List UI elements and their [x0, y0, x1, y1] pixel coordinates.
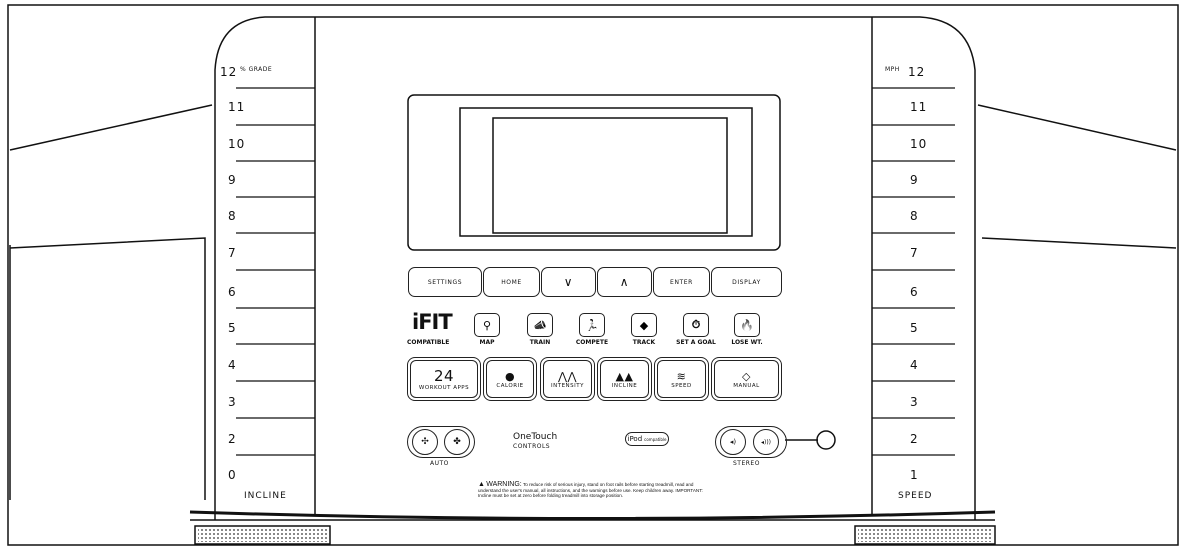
ipod-sub: compatible	[644, 436, 667, 442]
incline-level-8[interactable]: 8	[228, 209, 237, 223]
incline-level-9[interactable]: 9	[228, 173, 237, 187]
fan-auto-label: AUTO	[430, 460, 449, 467]
speed-level-4[interactable]: 4	[910, 358, 919, 372]
workout-count: 24	[433, 367, 455, 385]
incline-level-5[interactable]: 5	[228, 321, 237, 335]
speed-level-1[interactable]: 1	[910, 468, 919, 482]
ifit-label: TRACK	[632, 339, 656, 346]
incline-level-10[interactable]: 10	[228, 137, 246, 151]
fan-high-icon: ✤	[453, 437, 461, 447]
warning-icon: ▲	[478, 481, 485, 488]
display-button[interactable]: DISPLAY	[711, 267, 782, 297]
map-button[interactable]: ⚲	[474, 313, 500, 337]
speed-level-12[interactable]: 12	[908, 65, 926, 79]
ifit-label: MAP	[479, 339, 495, 346]
winged-foot-icon: ≋	[676, 369, 687, 383]
warning-title: WARNING:	[486, 481, 522, 488]
incline-mountain-icon: ▲▲	[615, 369, 634, 383]
train-button[interactable]: 📣	[527, 313, 553, 337]
incline-unit: % GRADE	[240, 66, 273, 73]
down-button[interactable]: ∨	[541, 267, 596, 297]
incline-level-2[interactable]: 2	[228, 432, 237, 446]
volume-up-icon: ◂)))	[760, 438, 772, 446]
track-arrows-icon: ◆	[639, 318, 649, 332]
workout-label: INTENSITY	[550, 382, 585, 389]
warning-text: To reduce risk of serious injury, stand …	[478, 482, 703, 498]
volume-down-button[interactable]: ◂)	[720, 429, 746, 455]
speed-level-9[interactable]: 9	[910, 173, 919, 187]
workout-label: WORKOUT APPS	[418, 385, 470, 391]
ifit-label: SET A GOAL	[676, 339, 716, 346]
speed-level-11[interactable]: 11	[910, 100, 928, 114]
speed-unit: MPH	[885, 66, 900, 73]
incline-label: INCLINE	[244, 491, 287, 501]
home-button[interactable]: HOME	[483, 267, 540, 297]
onetouch-controls: CONTROLS	[513, 443, 551, 450]
fan-control-group	[407, 426, 475, 458]
workout-label: INCLINE	[611, 382, 638, 389]
incline-level-12[interactable]: 12	[220, 65, 238, 79]
incline-button[interactable]: ▲▲INCLINE	[597, 357, 652, 401]
incline-level-11[interactable]: 11	[228, 100, 246, 114]
incline-level-6[interactable]: 6	[228, 285, 237, 299]
ifit-logo: iFIT	[412, 310, 453, 334]
ifit-label: TRAIN	[529, 339, 551, 346]
stopwatch-icon: ⏱	[691, 318, 701, 331]
incline-level-0[interactable]: 0	[228, 468, 237, 482]
set-a-goal-button[interactable]: ⏱	[683, 313, 709, 337]
incline-level-3[interactable]: 3	[228, 395, 237, 409]
speed-level-2[interactable]: 2	[910, 432, 919, 446]
flame-icon: 🔥	[740, 318, 754, 332]
settings-button[interactable]: SETTINGS	[408, 267, 482, 297]
ifit-compatible-label: COMPATIBLE	[407, 339, 450, 346]
intensity-button[interactable]: ⋀⋀INTENSITY	[540, 357, 595, 401]
fan-low-icon: ✣	[421, 437, 429, 447]
calorie-button[interactable]: ●CALORIE	[483, 357, 537, 401]
trainer-megaphone-icon: 📣	[533, 318, 547, 332]
onetouch-logo: OneTouch	[513, 432, 558, 442]
incline-level-7[interactable]: 7	[228, 246, 237, 260]
fan-low-button[interactable]: ✣	[412, 429, 438, 455]
speed-level-8[interactable]: 8	[910, 209, 919, 223]
ifit-label: LOSE WT.	[731, 339, 763, 346]
speed-level-10[interactable]: 10	[910, 137, 928, 151]
volume-up-button[interactable]: ◂)))	[753, 429, 779, 455]
stereo-label: STEREO	[733, 460, 760, 467]
lcd-display	[493, 118, 727, 233]
compete-button[interactable]: 🏃	[579, 313, 605, 337]
speed-level-5[interactable]: 5	[910, 321, 919, 335]
enter-button[interactable]: ENTER	[653, 267, 710, 297]
runner-icon: 🏃	[585, 318, 599, 332]
fan-high-button[interactable]: ✤	[444, 429, 470, 455]
volume-down-icon: ◂)	[729, 438, 737, 446]
up-button[interactable]: ∧	[597, 267, 652, 297]
lose-wt-button[interactable]: 🔥	[734, 313, 760, 337]
speed-label: SPEED	[898, 491, 933, 501]
diamond-icon: ◇	[742, 369, 751, 383]
manual-button[interactable]: ◇MANUAL	[711, 357, 782, 401]
intensity-peaks-icon: ⋀⋀	[557, 369, 578, 383]
workout-label: MANUAL	[733, 382, 760, 389]
speed-level-6[interactable]: 6	[910, 285, 919, 299]
speed-level-7[interactable]: 7	[910, 246, 919, 260]
stereo-group	[715, 426, 787, 458]
calorie-burger-icon: ●	[504, 369, 516, 383]
speed-button[interactable]: ≋SPEED	[654, 357, 709, 401]
map-pin-icon: ⚲	[482, 318, 492, 332]
workout-label: SPEED	[671, 382, 692, 389]
speed-level-3[interactable]: 3	[910, 395, 919, 409]
workout-label: CALORIE	[496, 382, 524, 389]
audio-jack[interactable]	[817, 431, 835, 449]
track-button[interactable]: ◆	[631, 313, 657, 337]
ipod-brand: iPod	[627, 435, 643, 443]
warning-label: ▲ WARNING: To reduce risk of serious inj…	[478, 481, 706, 499]
ifit-label: COMPETE	[575, 339, 609, 346]
incline-level-4[interactable]: 4	[228, 358, 237, 372]
